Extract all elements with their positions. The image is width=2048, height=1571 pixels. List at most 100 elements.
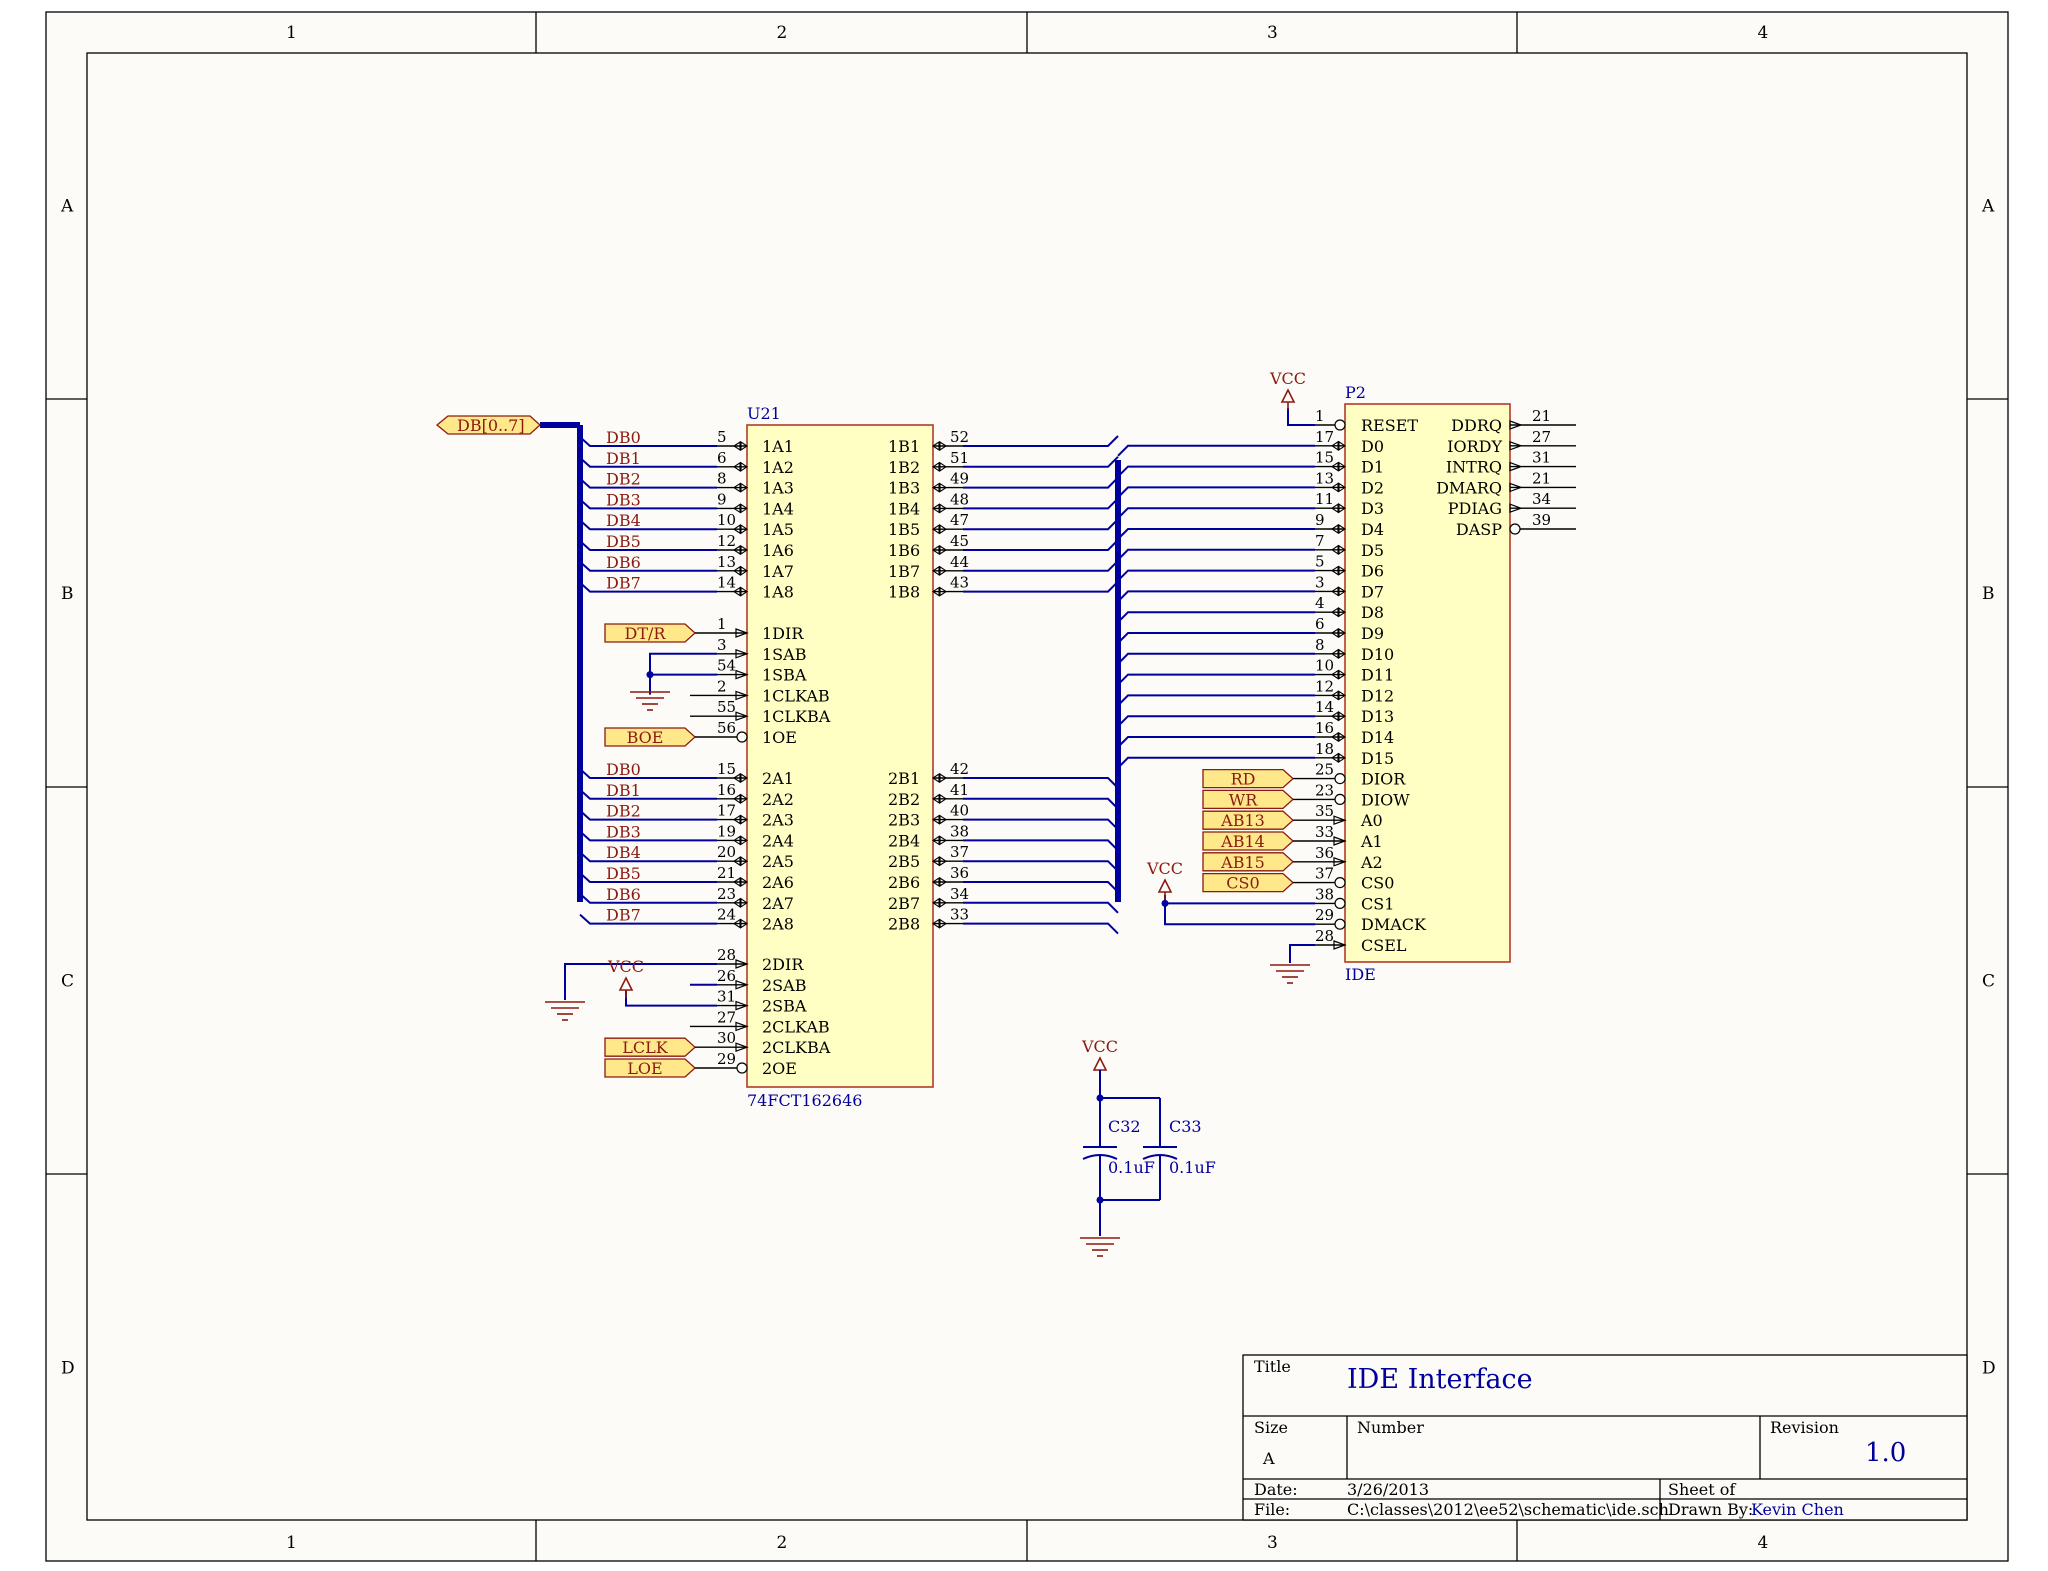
u21-pin-name: 1B1	[888, 437, 920, 456]
u21-pin-number: 28	[717, 946, 736, 964]
p2-pin-name: D4	[1361, 520, 1384, 539]
net-label-db: DB4	[606, 511, 641, 530]
ground-symbol	[545, 1001, 585, 1021]
port-loe: LOE	[604, 1058, 696, 1078]
p2-pin-number: 25	[1315, 761, 1334, 779]
u21-pin-name: 2SBA	[762, 997, 807, 1016]
u21-pin-number: 23	[717, 885, 736, 903]
u21-pin-name: 1B4	[888, 499, 920, 518]
port-ab15: AB15	[1202, 852, 1294, 872]
u21-pin-name: 1SAB	[762, 645, 806, 664]
u21-pin-name: 2A1	[762, 769, 794, 788]
u21-pin-name: 2A7	[762, 894, 794, 913]
p2-pin-number: 8	[1315, 636, 1325, 654]
port-label: BOE	[627, 728, 664, 747]
u21-pin-number: 43	[950, 574, 969, 592]
title-block: Title IDE Interface Size A Number Revisi…	[1242, 1354, 1968, 1521]
net-labels: DB0DB1DB2DB3DB4DB5DB6DB7DB0DB1DB2DB3DB4D…	[606, 428, 641, 925]
port-ab14: AB14	[1202, 831, 1294, 851]
net-label-db: DB4	[606, 843, 641, 862]
port-dtr: DT/R	[604, 623, 696, 643]
p2-pin-number: 12	[1315, 677, 1334, 695]
p2-pin-name: DASP	[1456, 520, 1502, 539]
net-label-db: DB1	[606, 449, 641, 468]
u21-pin-name: 2CLKAB	[762, 1017, 830, 1036]
vcc-label: VCC	[1081, 1037, 1118, 1056]
zone-row-right: A	[1981, 197, 1995, 217]
u21-pin-number: 45	[950, 532, 969, 550]
bus-port-label: DB[0..7]	[457, 416, 525, 435]
p2-pin-name: RESET	[1361, 416, 1418, 435]
p2-pin-number: 35	[1315, 802, 1334, 820]
net-label-db: DB6	[606, 885, 641, 904]
u21-pin-name: 2A2	[762, 790, 794, 809]
port-lclk: LCLK	[604, 1037, 696, 1057]
u21-pin-number: 17	[717, 802, 736, 820]
u21-pin-name: 1B7	[888, 562, 920, 581]
p2-pin-number: 39	[1532, 511, 1551, 529]
p2-pin-number: 23	[1315, 781, 1334, 799]
u21-pin-name: 1CLKBA	[762, 707, 831, 726]
u21-pin-number: 52	[950, 428, 969, 446]
port-label: DT/R	[625, 624, 667, 643]
zone-row-left: C	[61, 972, 74, 992]
vcc-symbol: VCC	[1146, 859, 1183, 900]
size-value: A	[1262, 1449, 1275, 1468]
p2-pin-number: 38	[1315, 885, 1334, 903]
p2-pin-name: CSEL	[1361, 936, 1407, 955]
p2-pin-number: 29	[1315, 906, 1334, 924]
p2-pin-name: DDRQ	[1451, 416, 1502, 435]
p2-pin-number: 18	[1315, 740, 1334, 758]
u21-pin-name: 1A3	[762, 479, 794, 498]
revision-label: Revision	[1770, 1418, 1839, 1437]
u21-pin-name: 1B2	[888, 458, 920, 477]
vcc-symbol: VCC	[1269, 369, 1306, 410]
p2-pin-name: DMARQ	[1436, 478, 1502, 497]
p2-pin-name: D6	[1361, 562, 1384, 581]
port-label: AB14	[1220, 832, 1265, 851]
ground-symbol	[1080, 1237, 1120, 1257]
p2-pin-name: D9	[1361, 624, 1384, 643]
u21-pin-number: 14	[717, 574, 736, 592]
p2-pin-name: D14	[1361, 728, 1394, 747]
p2-pin-name: INTRQ	[1446, 458, 1502, 477]
c33-ref: C33	[1169, 1117, 1202, 1136]
u21-pin-number: 21	[717, 864, 736, 882]
zone-col-bottom: 1	[286, 1533, 297, 1553]
u21-pin-name: 2B6	[888, 873, 920, 892]
u21-pin-number: 42	[950, 760, 969, 778]
u21-pin-number: 47	[950, 511, 969, 529]
u21-pin-name: 1DIR	[762, 624, 804, 643]
port-ab13: AB13	[1202, 810, 1294, 830]
u21-pin-number: 29	[717, 1050, 736, 1068]
p2-pin-name: DMACK	[1361, 915, 1427, 934]
p2-pin-name: A0	[1360, 811, 1383, 830]
u21-part: 74FCT162646	[747, 1091, 862, 1110]
